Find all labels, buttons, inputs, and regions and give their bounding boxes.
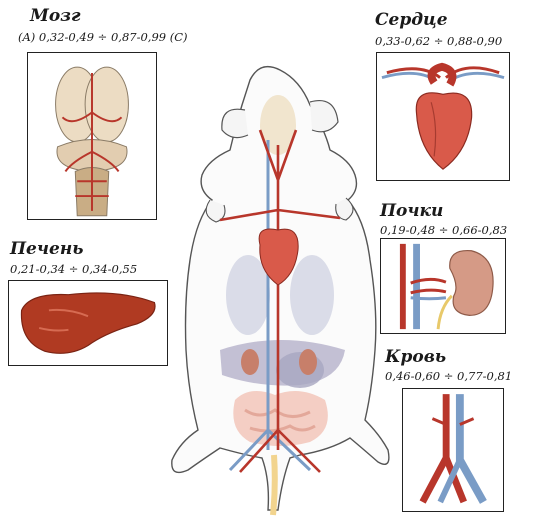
kidney-illustration	[381, 239, 505, 333]
liver-range: 0,21-0,34 ÷ 0,34-0,55	[10, 262, 137, 276]
liver-title: Печень	[10, 239, 83, 259]
blood-frame	[402, 388, 504, 512]
liver-frame	[8, 280, 168, 366]
brain-illustration	[28, 53, 156, 219]
kidneys-frame	[380, 238, 506, 334]
kidneys-title: Почки	[380, 201, 443, 221]
brain-title: Мозг	[30, 6, 81, 26]
heart-illustration	[377, 53, 509, 180]
blood-vessels-illustration	[403, 389, 503, 511]
brain-frame	[27, 52, 157, 220]
liver-illustration	[9, 281, 167, 365]
kidneys-range: 0,19-0,48 ÷ 0,66-0,83	[380, 223, 507, 237]
rat-anatomy-illustration	[150, 50, 390, 520]
heart-title: Сердце	[375, 10, 448, 30]
blood-title: Кровь	[385, 347, 446, 367]
brain-range: (A) 0,32-0,49 ÷ 0,87-0,99 (C)	[18, 30, 188, 44]
heart-range: 0,33-0,62 ÷ 0,88-0,90	[375, 34, 502, 48]
heart-frame	[376, 52, 510, 181]
blood-range: 0,46-0,60 ÷ 0,77-0,81	[385, 369, 512, 383]
